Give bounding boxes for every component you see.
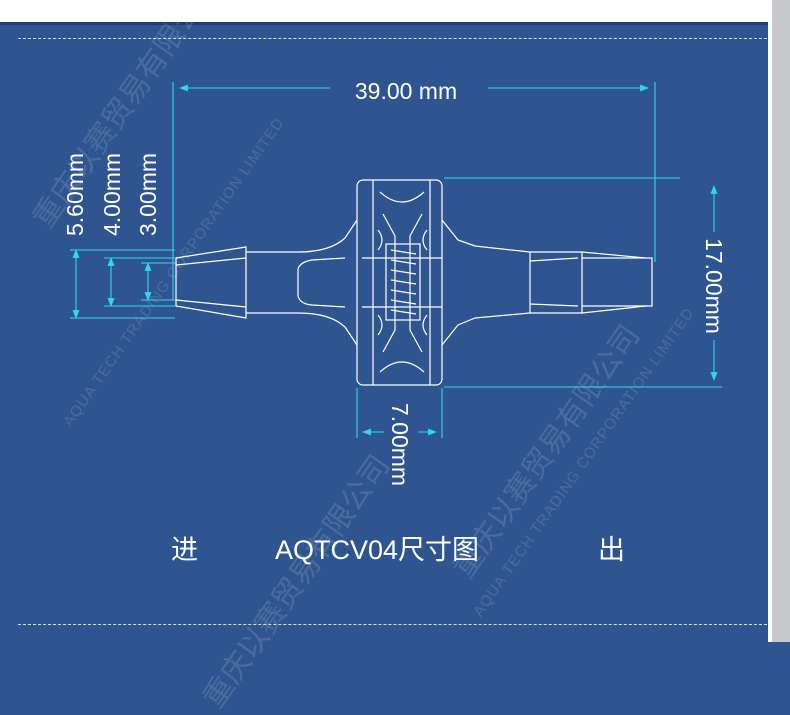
top-border-line: [0, 22, 790, 25]
dim-inner-diameter: 3.00mm: [135, 153, 161, 236]
dim-mid-diameter: 4.00mm: [99, 153, 125, 236]
top-border: [0, 0, 790, 22]
top-dashed-rule: [18, 38, 772, 39]
inlet-label: 进: [171, 535, 198, 565]
outlet-label: 出: [598, 535, 625, 565]
dim-outer-diameter: 5.60mm: [62, 153, 88, 236]
right-border-line: [768, 0, 772, 642]
dim-body-height: 17.00mm: [701, 238, 727, 334]
dim-body-width: 7.00mm: [387, 403, 413, 486]
dimension-lines: [70, 82, 722, 438]
right-border: [772, 0, 790, 642]
dim-overall-length: 39.00 mm: [355, 78, 457, 104]
drawing-title: AQTCV04尺寸图: [275, 535, 480, 565]
bottom-dashed-rule: [18, 624, 772, 625]
valve-outline: [175, 179, 653, 386]
valve-drawing: 39.00 mm 5.60mm 4.00mm 3.00mm 17.00mm 7.…: [62, 78, 727, 486]
